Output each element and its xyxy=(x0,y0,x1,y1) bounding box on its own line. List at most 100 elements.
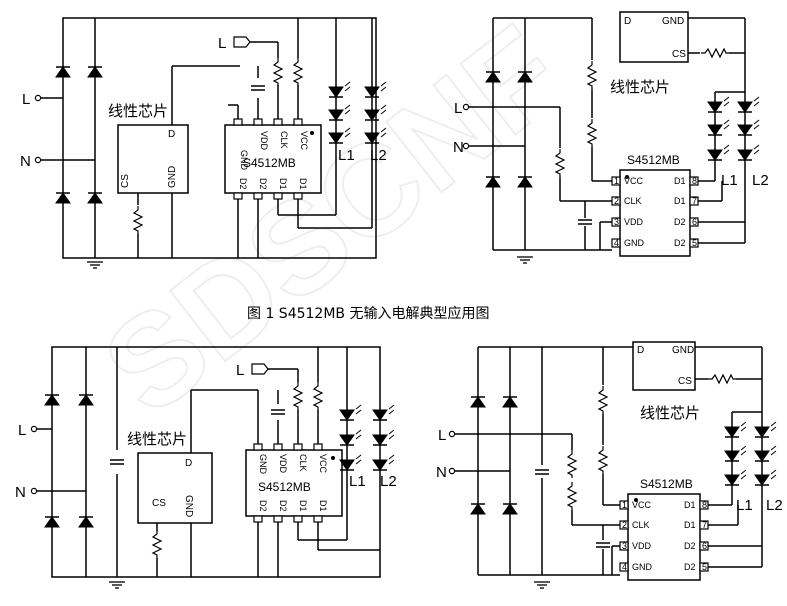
pin-d1: D1 xyxy=(278,178,288,190)
pin-vdd: VDD xyxy=(632,541,652,551)
pin-gnd: GND xyxy=(632,562,653,572)
pin-clk: CLK xyxy=(624,196,642,206)
pin-d2: D2 xyxy=(674,238,686,248)
terminal-icon xyxy=(34,156,42,164)
led-icon xyxy=(339,429,362,446)
led1-label: L1 xyxy=(721,172,738,189)
diagram-bottom-left: L N 线性芯片 D CS GND S4512MB GND VDD CLK VC… xyxy=(15,346,397,589)
diagram-top-right: L N 线性芯片 D GND CS S4512MB xyxy=(453,11,769,264)
capacitor-icon xyxy=(270,409,286,415)
bridge-diode-icon xyxy=(470,503,486,515)
pin-clk: CLK xyxy=(298,454,308,472)
d-pin-label: D xyxy=(624,16,631,27)
pin-d1: D1 xyxy=(674,176,686,186)
bridge-diode-icon xyxy=(87,66,103,78)
neutral-label: N xyxy=(453,139,464,156)
s4512mb-chip xyxy=(245,449,343,517)
pin-d1: D1 xyxy=(684,520,696,530)
led-icon xyxy=(339,404,362,421)
linear-chip xyxy=(632,341,696,391)
cs-pin-label: CS xyxy=(678,376,692,387)
led-icon xyxy=(707,119,730,136)
pin-number: 4 xyxy=(622,562,627,572)
bridge-diode-icon xyxy=(470,396,486,408)
bridge-diode-icon xyxy=(78,516,94,528)
d-pin-label: D xyxy=(168,129,175,140)
terminal-icon xyxy=(448,430,456,438)
led-icon xyxy=(724,445,747,462)
resistor-icon xyxy=(587,118,597,148)
led-icon xyxy=(724,469,747,486)
terminal-icon xyxy=(30,487,38,495)
live-label: L xyxy=(18,422,26,439)
pin-gnd: GND xyxy=(258,454,268,475)
pin-number: 4 xyxy=(614,238,619,248)
neutral-label: N xyxy=(15,484,26,501)
live-label: L xyxy=(454,100,462,117)
led-icon xyxy=(737,119,760,136)
diagram-bottom-right: L N 线性芯片 D GND CS S4512MB xyxy=(436,341,783,589)
pin-number: 8 xyxy=(702,500,707,510)
capacitor-icon xyxy=(534,469,550,475)
gnd-pin-label: GND xyxy=(183,495,194,517)
bridge-diode-icon xyxy=(44,394,60,406)
live-label: L xyxy=(218,35,226,52)
bridge-diode-icon xyxy=(78,394,94,406)
led-icon xyxy=(754,445,777,462)
chip-name: S4512MB xyxy=(258,480,311,494)
led-icon xyxy=(339,454,362,471)
live-connector-icon xyxy=(251,363,269,375)
neutral-label: N xyxy=(436,464,447,481)
bridge-diode-icon xyxy=(55,192,71,204)
pin-number: 2 xyxy=(614,196,619,206)
resistor-icon xyxy=(707,374,737,384)
pin-d2: D2 xyxy=(684,541,696,551)
gnd-pin-label: GND xyxy=(167,166,178,188)
resistor-icon xyxy=(293,57,303,87)
pin-d2: D2 xyxy=(238,178,248,190)
linear-chip xyxy=(619,11,689,63)
pin-vcc: VCC xyxy=(624,176,644,186)
pin-gnd: GND xyxy=(624,238,645,248)
led-icon xyxy=(754,469,777,486)
live-label: L xyxy=(236,362,244,379)
pin-clk: CLK xyxy=(279,131,289,149)
figure-caption: 图 1 S4512MB 无输入电解典型应用图 xyxy=(247,305,489,322)
led-icon xyxy=(372,429,395,446)
bridge-diode-icon xyxy=(502,396,518,408)
led-icon xyxy=(724,421,747,438)
bridge-diode-icon xyxy=(87,192,103,204)
pin-number: 3 xyxy=(622,541,627,551)
pin-d2: D2 xyxy=(278,500,288,512)
pin-number: 1 xyxy=(614,176,619,186)
pin-number: 7 xyxy=(702,520,707,530)
pin-gnd: GND xyxy=(239,150,249,171)
pin-vcc: VCC xyxy=(318,454,328,474)
pin-d1: D1 xyxy=(298,178,308,190)
capacitor-icon xyxy=(109,459,125,465)
bridge-diode-icon xyxy=(44,516,60,528)
ground-icon xyxy=(533,581,551,589)
chip-name: S4512MB xyxy=(627,153,680,167)
led1-label: L1 xyxy=(736,497,753,514)
linear-chip xyxy=(137,452,213,524)
pin-number: 5 xyxy=(702,562,707,572)
resistor-icon xyxy=(152,529,162,559)
linear-chip-title: 线性芯片 xyxy=(640,404,700,422)
led2-label: L2 xyxy=(380,473,397,490)
resistor-icon xyxy=(567,449,577,479)
resistor-icon xyxy=(587,60,597,90)
gnd-pin-label: GND xyxy=(662,16,684,27)
resistor-icon xyxy=(598,385,608,415)
pin-number: 2 xyxy=(622,520,627,530)
resistor-icon xyxy=(567,481,577,511)
pin-vdd: VDD xyxy=(259,131,269,151)
resistor-icon xyxy=(273,57,283,87)
led1-label: L1 xyxy=(349,473,366,490)
pin-number: 6 xyxy=(702,541,707,551)
led2-label: L2 xyxy=(752,172,769,189)
live-label: L xyxy=(438,427,446,444)
led-icon xyxy=(737,96,760,113)
led-icon xyxy=(372,404,395,421)
led-icon xyxy=(707,96,730,113)
